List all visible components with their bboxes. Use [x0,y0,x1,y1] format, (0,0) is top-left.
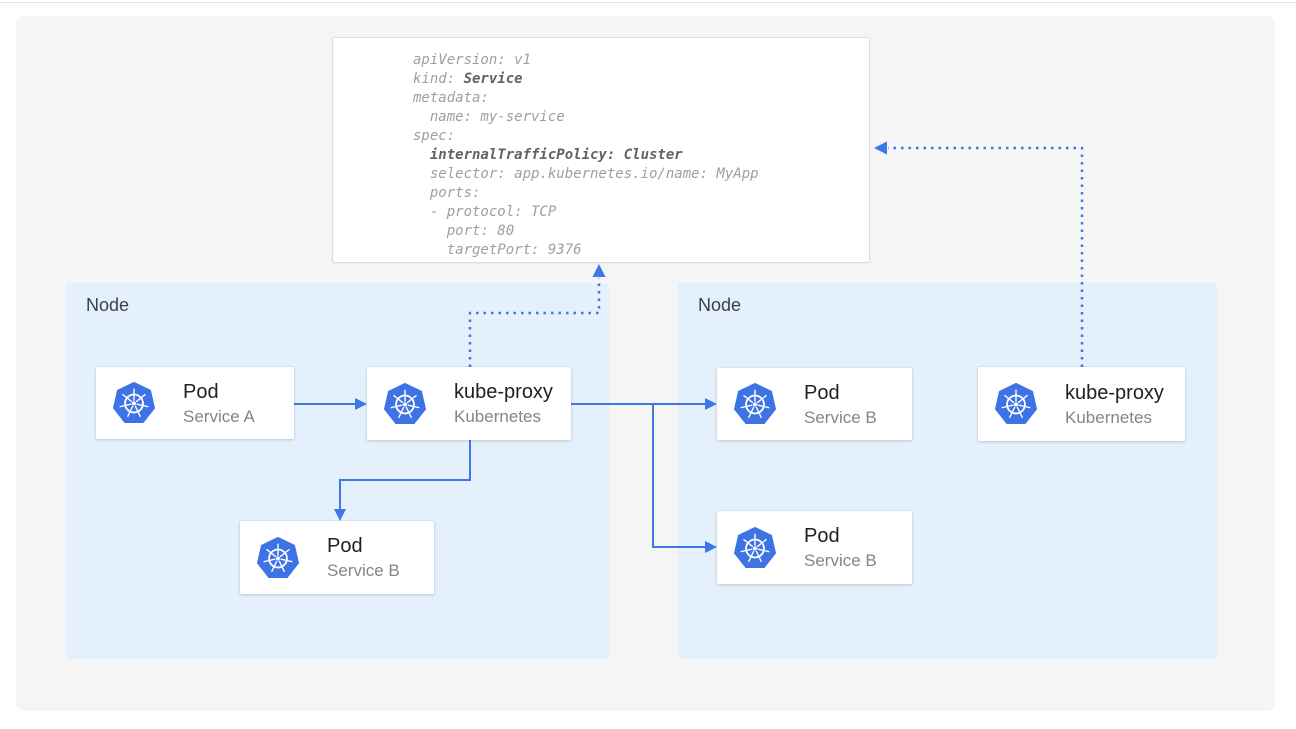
top-divider [0,2,1296,3]
card-subtitle: Service B [804,407,877,427]
card-pod-service-b-right-top: Pod Service B [717,368,912,440]
card-title: Pod [327,535,363,557]
card-pod-service-b-right-bottom: Pod Service B [717,511,912,584]
card-subtitle: Service B [327,561,400,580]
card-subtitle: Service A [183,406,255,426]
node-right-label: Node [698,295,742,315]
kubernetes-icon [732,525,778,571]
kubernetes-icon [382,381,428,427]
card-title: Pod [804,381,840,404]
kubernetes-icon [993,381,1039,427]
card-pod-service-b-left: Pod Service B [240,521,434,594]
kubernetes-icon [111,380,157,426]
node-left: Node [66,283,609,659]
card-title: Pod [183,380,219,403]
card-subtitle: Kubernetes [454,407,541,426]
card-subtitle: Kubernetes [1065,407,1152,427]
card-kube-proxy-left: kube-proxy Kubernetes [367,367,571,440]
kubernetes-icon [255,535,301,581]
card-title: Pod [804,525,840,547]
node-left-label: Node [86,295,130,315]
card-title: kube-proxy [1065,381,1164,404]
kubernetes-icon [732,381,778,427]
node-right: Node [678,283,1217,659]
card-subtitle: Service B [804,551,877,570]
card-pod-service-a: Pod Service A [96,367,294,439]
card-kube-proxy-right: kube-proxy Kubernetes [978,367,1185,441]
card-title: kube-proxy [454,381,553,403]
